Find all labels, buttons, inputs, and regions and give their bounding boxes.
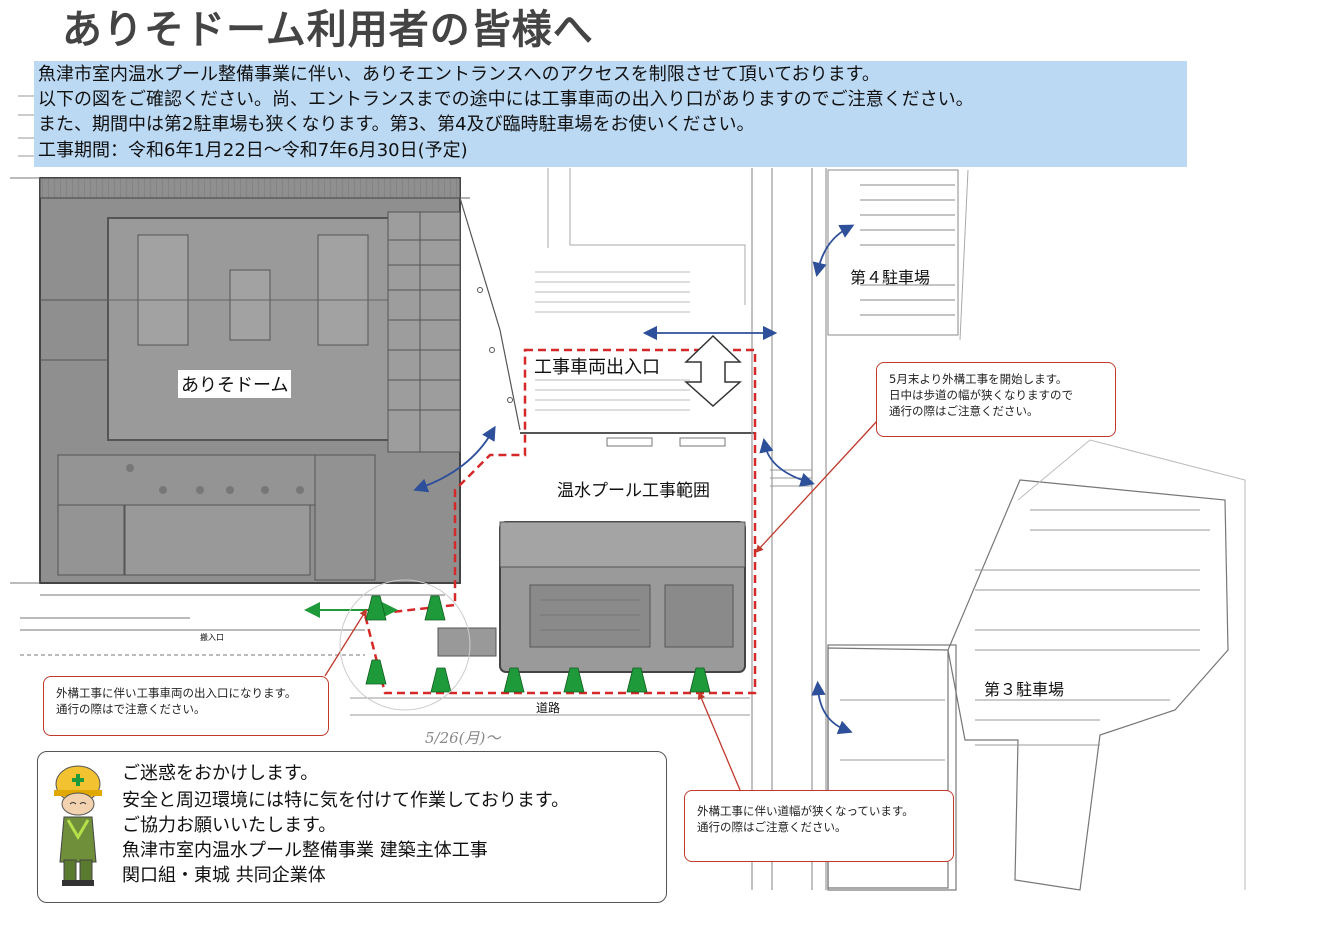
footer-line: ご協力お願いいたします。 <box>122 815 337 836</box>
worker-bowing-icon <box>54 765 102 886</box>
notice-line: また、期間中は第2駐車場も狭くなります。第3、第4及び臨時駐車場をお使いください… <box>38 114 755 135</box>
parking-4 <box>827 169 959 336</box>
footer-line: ご迷惑をおかけします。 <box>122 763 319 784</box>
parking-3 <box>827 479 1229 891</box>
pool-building <box>437 521 746 673</box>
callout-text: 通行の際はご注意ください。 <box>697 820 847 834</box>
entrance-small-label: 搬入口 <box>200 633 224 642</box>
handwritten-date-note: 5/26(月)～ <box>425 729 501 747</box>
notice-line: 魚津市室内温水プール整備事業に伴い、ありそエントランスへのアクセスを制限させて頂… <box>38 64 880 85</box>
footer-line: 安全と周辺環境には特に気を付けて作業しております。 <box>122 790 570 811</box>
callout-text: 日中は歩道の幅が狭くなりますので <box>889 388 1073 402</box>
callout-text: 外構工事に伴い工事車両の出入口になります。 <box>56 686 297 700</box>
apology-box: ご迷惑をおかけします。 安全と周辺環境には特に気を付けて作業しております。 ご協… <box>37 751 667 903</box>
parking-4-label: 第４駐車場 <box>850 268 931 287</box>
callout-text: 5月末より外構工事を開始します。 <box>889 372 1068 386</box>
footer-line: 魚津市室内温水プール整備事業 建築主体工事 <box>122 840 488 861</box>
vehicle-entrance-label: 工事車両出入口 <box>532 353 662 379</box>
page-title: ありそドーム利用者の皆様へ <box>62 6 594 53</box>
callout-sidewalk: 5月末より外構工事を開始します。 日中は歩道の幅が狭くなりますので 通行の際はご… <box>876 362 1116 437</box>
callout-road-narrow: 外構工事に伴い道幅が狭くなっています。 通行の際はご注意ください。 <box>684 790 954 862</box>
callout-text: 通行の際はで注意ください。 <box>56 702 206 716</box>
callout-text: 外構工事に伴い道幅が狭くなっています。 <box>697 804 914 818</box>
traffic-cone-icon <box>365 595 711 693</box>
callout-vehicle-entrance: 外構工事に伴い工事車両の出入口になります。 通行の際はで注意ください。 <box>43 676 329 736</box>
footer-line: 関口組・東城 共同企業体 <box>122 865 326 886</box>
parking-3-label: 第３駐車場 <box>984 680 1065 699</box>
road-label: 道路 <box>536 701 561 715</box>
building-label: ありそドーム <box>178 370 292 398</box>
callout-text: 通行の際はご注意ください。 <box>889 404 1039 418</box>
notice-box: 魚津市室内温水プール整備事業に伴い、ありそエントランスへのアクセスを制限させて頂… <box>34 61 1187 167</box>
construction-period: 工事期間：令和6年1月22日～令和7年6月30日(予定) <box>38 140 468 161</box>
construction-boundary <box>363 348 757 695</box>
vertical-double-arrow-icon <box>684 334 742 408</box>
notice-line: 以下の図をご確認ください。尚、エントランスまでの途中には工事車両の出入り口があり… <box>38 89 974 110</box>
construction-area-label: 温水プール工事範囲 <box>557 481 710 501</box>
